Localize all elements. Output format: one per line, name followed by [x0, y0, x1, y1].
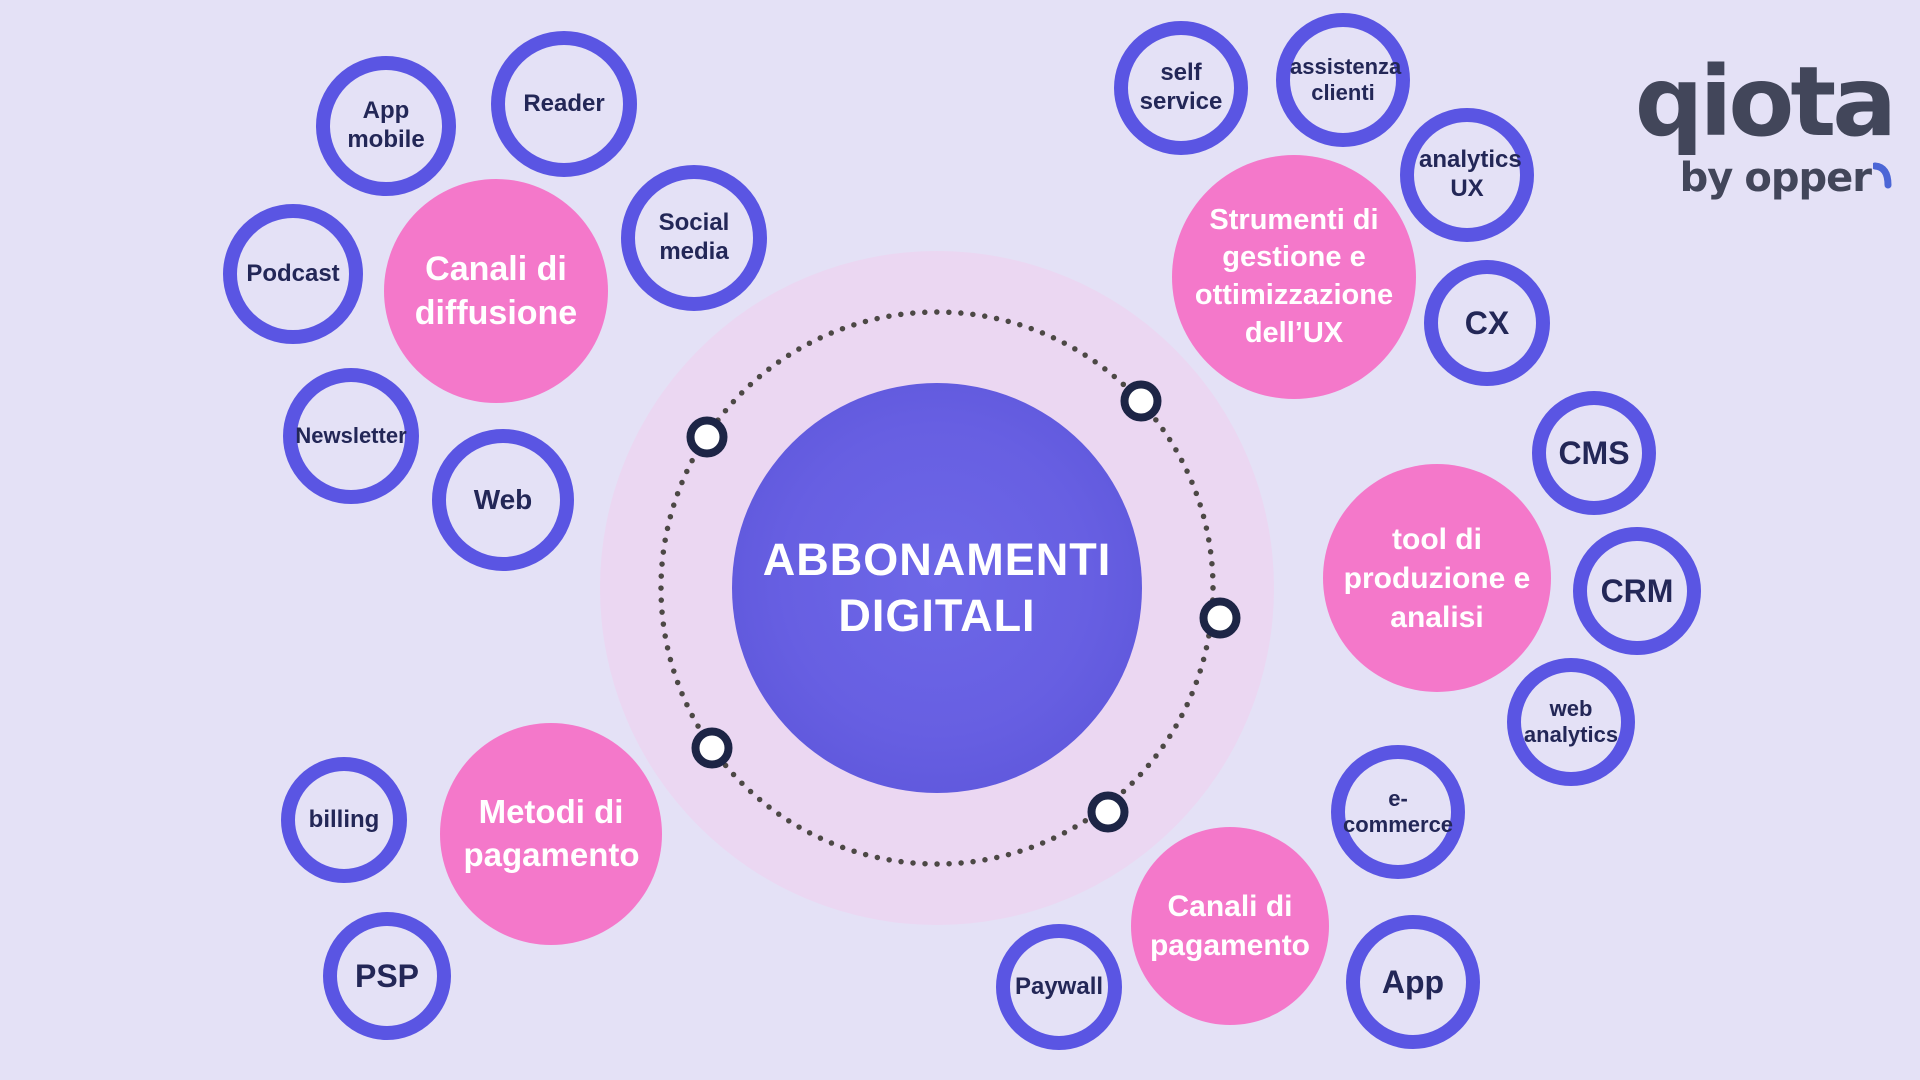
satellite-web-label: Web [473, 484, 533, 516]
hub-strumenti-ux-label: Strumenti di gestione e ottimizzazione d… [1194, 203, 1394, 349]
logo-accent-tail-icon [1873, 162, 1892, 189]
logo-byline-prefix: by [1679, 154, 1734, 201]
logo-byline: by opper [1635, 155, 1893, 201]
satellite-psp-label: PSP [354, 957, 420, 994]
hub-strumenti-ux: Strumenti di gestione e ottimizzazione d… [1172, 155, 1416, 399]
orbit-node-right [1199, 597, 1241, 639]
orbit-node-top-left [686, 416, 728, 458]
satellite-podcast: Podcast [223, 204, 363, 344]
satellite-cx-label: CX [1464, 304, 1510, 341]
satellite-assistenza-clienti: assistenza clienti [1276, 13, 1410, 147]
logo-byline-brand: opper [1744, 154, 1872, 201]
orbit-node-top-right [1120, 380, 1162, 422]
center-circle: ABBONAMENTI DIGITALI [732, 383, 1142, 793]
hub-tool-produzione: tool di produzione e analisi [1323, 464, 1551, 692]
satellite-billing-label: billing [308, 805, 380, 833]
satellite-paywall-label: Paywall [1014, 972, 1104, 1000]
satellite-app-label: App [1381, 963, 1445, 1000]
satellite-podcast-label: Podcast [246, 259, 340, 287]
satellite-paywall: Paywall [996, 924, 1122, 1050]
satellite-newsletter-label: Newsletter [295, 422, 407, 448]
orbit-dotted-ring [658, 309, 1216, 867]
orbit-node-bottom-left [691, 727, 733, 769]
satellite-analytics-ux: analytics UX [1400, 108, 1534, 242]
satellite-billing: billing [281, 757, 407, 883]
satellite-e-commerce-label: e-commerce [1342, 785, 1454, 837]
hub-canali-diffusione-label: Canali di diffusione [414, 249, 578, 332]
satellite-social-media: Social media [621, 165, 767, 311]
satellite-newsletter: Newsletter [283, 368, 419, 504]
satellite-cx: CX [1424, 260, 1550, 386]
satellite-psp: PSP [323, 912, 451, 1040]
hub-canali-pagamento: Canali di pagamento [1131, 827, 1329, 1025]
satellite-web-analytics: web analytics [1507, 658, 1635, 786]
hub-tool-produzione-label: tool di produzione e analisi [1343, 522, 1531, 634]
satellite-crm-label: CRM [1600, 572, 1674, 609]
satellite-cms: CMS [1532, 391, 1656, 515]
orbit-circle-path [658, 309, 1216, 867]
satellite-social-media-label: Social media [658, 209, 730, 265]
satellite-assistenza-clienti-label: assistenza clienti [1290, 53, 1402, 105]
satellite-e-commerce: e-commerce [1331, 745, 1465, 879]
satellite-app-mobile-label: App mobile [347, 97, 425, 153]
satellite-web: Web [432, 429, 574, 571]
satellite-app: App [1346, 915, 1480, 1049]
center-title: ABBONAMENTI DIGITALI [762, 533, 1112, 641]
satellite-crm: CRM [1573, 527, 1701, 655]
hub-canali-pagamento-label: Canali di pagamento [1149, 890, 1311, 962]
hub-metodi-pagamento: Metodi di pagamento [440, 723, 662, 945]
satellite-self-service-label: self service [1139, 59, 1223, 115]
orbit-node-bottom-right [1087, 791, 1129, 833]
logo-brand-text: qiota [1634, 46, 1897, 158]
hub-metodi-pagamento-label: Metodi di pagamento [463, 793, 640, 873]
satellite-analytics-ux-label: analytics UX [1419, 146, 1522, 202]
satellite-reader-label: Reader [523, 89, 605, 117]
hub-canali-diffusione: Canali di diffusione [384, 179, 608, 403]
satellite-cms-label: CMS [1558, 434, 1630, 471]
satellite-web-analytics-label: web analytics [1523, 695, 1619, 747]
satellite-reader: Reader [491, 31, 637, 177]
satellite-app-mobile: App mobile [316, 56, 456, 196]
logo-qiota-by-opper: qiota by opper [1634, 46, 1897, 201]
satellite-self-service: self service [1114, 21, 1248, 155]
